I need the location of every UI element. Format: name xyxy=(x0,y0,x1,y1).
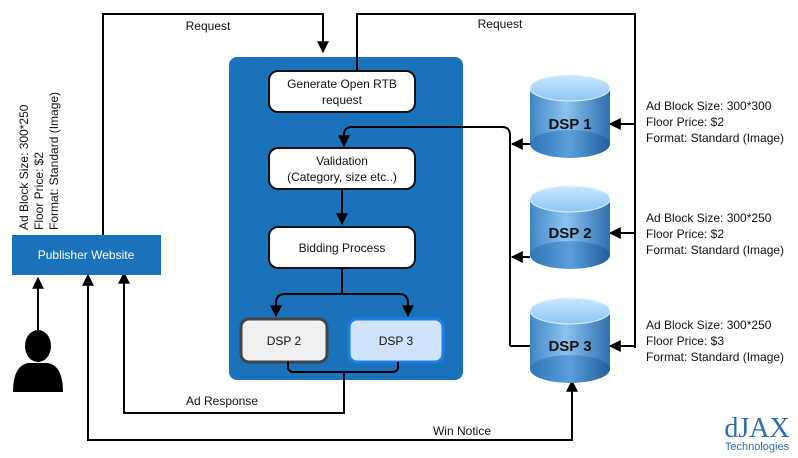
dsp2-database-icon: DSP 2 xyxy=(529,185,611,269)
svg-text:Format: Standard (Image): Format: Standard (Image) xyxy=(646,243,784,257)
bidding-to-dsp3-arrow xyxy=(342,293,414,318)
svg-text:Floor Price: $2: Floor Price: $2 xyxy=(646,227,724,241)
djax-logo: dJAX Technologies xyxy=(724,413,789,453)
svg-text:DSP 3: DSP 3 xyxy=(379,334,414,348)
svg-text:Floor Price: $2: Floor Price: $2 xyxy=(646,115,724,129)
svg-text:Floor Price: $2: Floor Price: $2 xyxy=(32,152,46,230)
svg-text:Bidding Process: Bidding Process xyxy=(299,241,386,255)
svg-text:DSP 2: DSP 2 xyxy=(267,334,302,348)
svg-text:Technologies: Technologies xyxy=(725,441,790,453)
svg-text:Ad Block Size: 300*300: Ad Block Size: 300*300 xyxy=(646,99,772,113)
step-bidding-process: Bidding Process xyxy=(268,226,416,269)
dsp1-database-icon: DSP 1 xyxy=(529,74,611,158)
svg-text:Generate Open RTB: Generate Open RTB xyxy=(287,77,397,91)
dsp-response-to-validation-arrow xyxy=(338,126,511,346)
svg-text:Validation: Validation xyxy=(316,154,368,168)
request-arrow-right xyxy=(356,13,636,348)
publisher-website-box xyxy=(12,235,161,275)
svg-text:DSP 2: DSP 2 xyxy=(548,225,591,242)
publisher-website-label: Publisher Website xyxy=(38,248,135,262)
svg-text:(Category, size etc..): (Category, size etc..) xyxy=(287,170,397,184)
step-generate-request: Generate Open RTB request xyxy=(268,70,416,113)
dsp3-database-icon: DSP 3 xyxy=(529,297,611,383)
ad-response-arrow xyxy=(118,271,345,414)
request-label-right: Request xyxy=(478,17,523,31)
svg-text:dJAX: dJAX xyxy=(724,413,789,444)
request-label-left: Request xyxy=(186,19,231,33)
request-arrow-left xyxy=(102,13,329,235)
svg-text:Format: Standard (Image): Format: Standard (Image) xyxy=(646,131,784,145)
user-icon xyxy=(13,330,63,392)
ad-response-label: Ad Response xyxy=(186,394,258,408)
svg-text:Ad Block Size: 300*250: Ad Block Size: 300*250 xyxy=(646,318,772,332)
dsp2-specs: Ad Block Size: 300*250 Floor Price: $2 F… xyxy=(646,211,784,257)
svg-text:Format: Standard (Image): Format: Standard (Image) xyxy=(646,350,784,364)
svg-text:request: request xyxy=(322,93,363,107)
svg-text:Ad Block Size: 300*250: Ad Block Size: 300*250 xyxy=(646,211,772,225)
bidder-dsp3-winner: DSP 3 xyxy=(347,317,445,364)
svg-text:DSP 1: DSP 1 xyxy=(548,116,591,133)
dsp3-specs: Ad Block Size: 300*250 Floor Price: $3 F… xyxy=(646,318,784,364)
win-notice-label: Win Notice xyxy=(433,424,491,438)
step-validation: Validation (Category, size etc..) xyxy=(268,147,416,190)
bidding-to-dsp2-arrow xyxy=(276,268,343,316)
bidder-dsp2-lost: DSP 2 xyxy=(239,317,329,364)
svg-text:DSP 3: DSP 3 xyxy=(548,338,591,355)
dsp1-specs: Ad Block Size: 300*300 Floor Price: $2 F… xyxy=(646,99,784,145)
svg-text:Floor Price: $3: Floor Price: $3 xyxy=(646,334,724,348)
svg-text:Ad Block Size: 300*250: Ad Block Size: 300*250 xyxy=(17,104,31,230)
publisher-specs: Ad Block Size: 300*250 Floor Price: $2 F… xyxy=(17,92,61,230)
svg-text:Format: Standard (Image): Format: Standard (Image) xyxy=(47,92,61,230)
